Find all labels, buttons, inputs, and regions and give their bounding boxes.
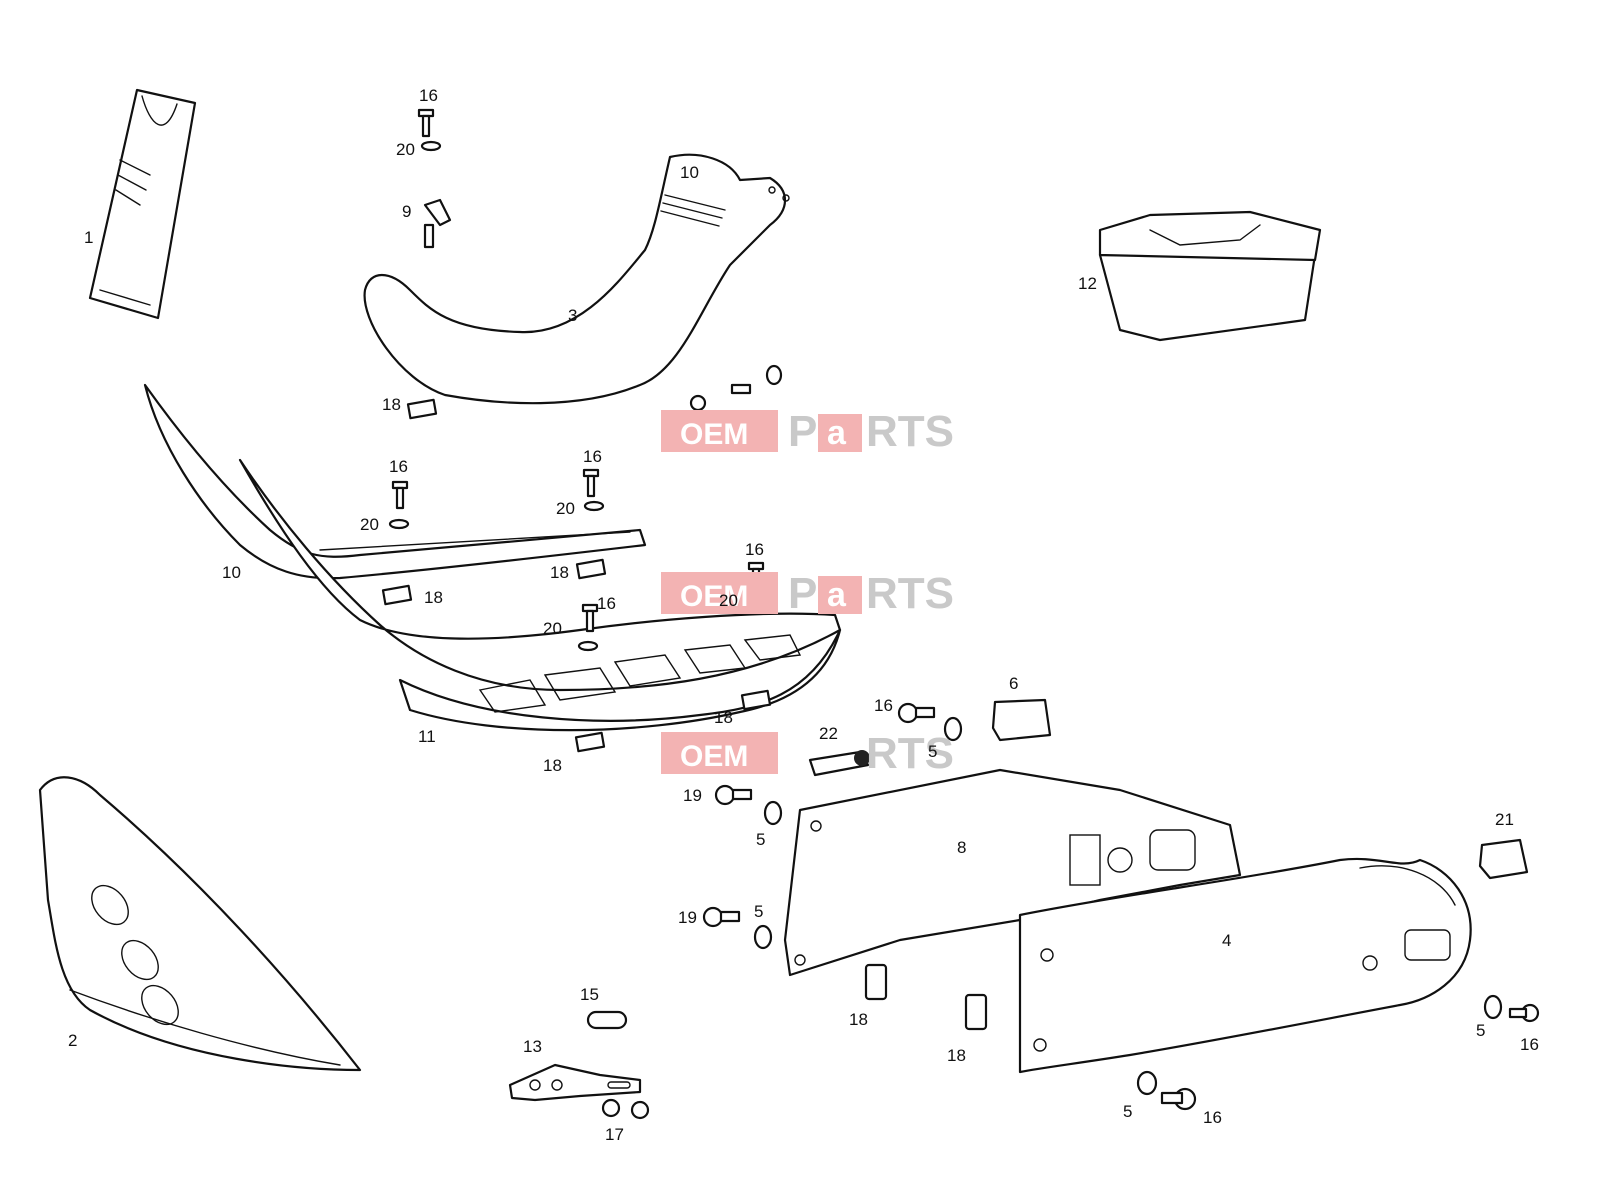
callout-3: 3 <box>568 306 577 325</box>
callout-5: 5 <box>756 830 765 849</box>
callout-labels: 1 2 3 4 5 5 5 5 5 6 8 9 10 11 12 13 15 1… <box>68 86 1539 1144</box>
part-22-pin <box>808 750 870 777</box>
callout-19: 19 <box>678 908 697 927</box>
callout-16: 16 <box>597 594 616 613</box>
callout-12: 12 <box>1078 274 1097 293</box>
svg-text:P: P <box>788 407 817 456</box>
callout-16: 16 <box>1520 1035 1539 1054</box>
watermark-2: OEM P a RTS <box>661 569 954 618</box>
part-8-side-panel <box>783 768 1242 977</box>
callout-8: 8 <box>957 838 966 857</box>
callout-5: 5 <box>1476 1021 1485 1040</box>
callout-19: 19 <box>683 786 702 805</box>
part-4-main-side-panel <box>1018 857 1472 1074</box>
part-11-floorboard <box>238 458 842 732</box>
svg-text:OEM: OEM <box>680 418 748 451</box>
callout-18: 18 <box>543 756 562 775</box>
callout-15: 15 <box>580 985 599 1004</box>
svg-text:a: a <box>827 576 847 614</box>
callout-16: 16 <box>745 540 764 559</box>
screw-16 <box>417 108 435 138</box>
watermark-3: OEM RTS <box>661 729 954 778</box>
callout-18: 18 <box>382 395 401 414</box>
part-10-floorboard-strip <box>143 383 647 580</box>
callout-17: 17 <box>605 1125 624 1144</box>
callout-6: 6 <box>1009 674 1018 693</box>
callout-9: 9 <box>402 202 411 221</box>
svg-text:OEM: OEM <box>680 580 748 613</box>
callout-21: 21 <box>1495 810 1514 829</box>
callout-16: 16 <box>874 696 893 715</box>
part-15-grommet <box>586 1010 628 1030</box>
callout-18: 18 <box>714 708 733 727</box>
callout-18: 18 <box>947 1046 966 1065</box>
part-2-front-shield <box>38 776 362 1072</box>
svg-text:a: a <box>827 414 847 452</box>
part-3-lower-shield: 10 <box>363 153 790 405</box>
callout-18: 18 <box>424 588 443 607</box>
callout-22: 22 <box>819 724 838 743</box>
callout-16: 16 <box>583 447 602 466</box>
callout-16: 16 <box>1203 1108 1222 1127</box>
svg-text:P: P <box>788 569 817 618</box>
svg-text:RTS: RTS <box>866 407 954 456</box>
svg-text:OEM: OEM <box>680 740 748 773</box>
part-13-bracket <box>508 1063 642 1102</box>
watermark-1: OEM P a RTS <box>661 407 954 456</box>
callout-16: 16 <box>419 86 438 105</box>
callout-20: 20 <box>543 619 562 638</box>
callout-20: 20 <box>396 140 415 159</box>
part-6-cover <box>991 698 1052 742</box>
callout-16: 16 <box>389 457 408 476</box>
callout-13: 13 <box>523 1037 542 1056</box>
callout-20: 20 <box>556 499 575 518</box>
callout-2: 2 <box>68 1031 77 1050</box>
part-12-storage-box <box>1098 210 1322 342</box>
callout-4: 4 <box>1222 931 1231 950</box>
callout-5: 5 <box>928 742 937 761</box>
callout-11: 11 <box>418 727 436 746</box>
callout-20: 20 <box>360 515 379 534</box>
part-mark: 10 <box>680 163 699 182</box>
callout-5: 5 <box>754 902 763 921</box>
svg-text:RTS: RTS <box>866 569 954 618</box>
callout-18: 18 <box>849 1010 868 1029</box>
callout-10: 10 <box>222 563 241 582</box>
clip-9 <box>423 198 452 249</box>
part-21-plug <box>1478 838 1529 880</box>
callout-1: 1 <box>84 228 93 247</box>
callout-20: 20 <box>719 591 738 610</box>
part-1-column-cover <box>88 88 197 320</box>
svg-text:RTS: RTS <box>866 729 954 778</box>
callout-5: 5 <box>1123 1102 1132 1121</box>
callout-18: 18 <box>550 563 569 582</box>
fasteners <box>381 108 1540 1120</box>
